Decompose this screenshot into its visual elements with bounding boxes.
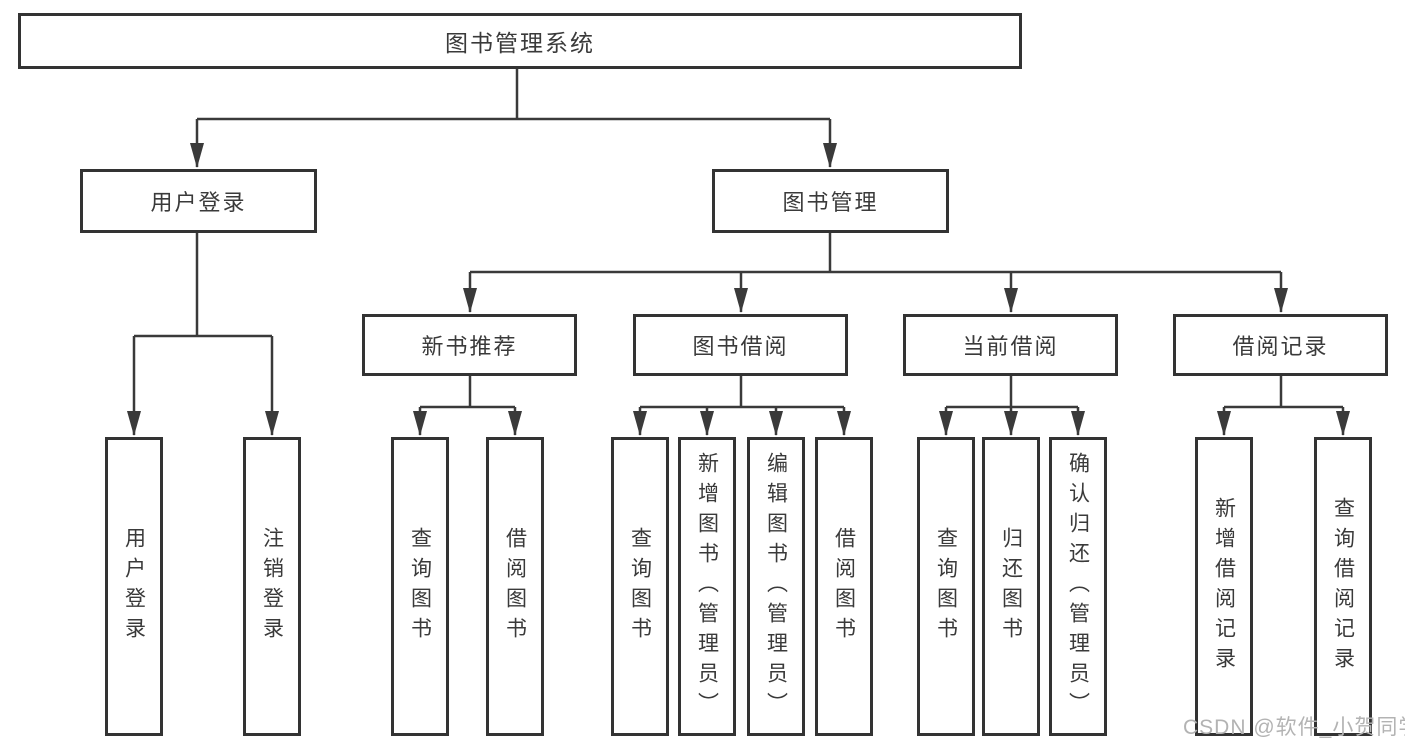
node-leaf-user-login: 用户登录 (105, 437, 163, 736)
node-library-management-system: 图书管理系统 (18, 13, 1022, 69)
edge-book-mgmt-trunk (470, 233, 1281, 274)
node-leaf-add-books-admin: 新增图书（管理员） (678, 437, 736, 736)
node-current-borrow: 当前借阅 (903, 314, 1118, 376)
node-user-login: 用户登录 (80, 169, 317, 233)
node-leaf-confirm-return-admin: 确认归还（管理员） (1049, 437, 1107, 736)
node-new-book-recommend: 新书推荐 (362, 314, 577, 376)
edge-root-trunk (197, 69, 830, 121)
node-leaf-query-books-1: 查询图书 (391, 437, 449, 736)
edge-new-books-trunk (420, 376, 515, 409)
node-leaf-edit-books-admin: 编辑图书（管理员） (747, 437, 805, 736)
node-leaf-logout: 注销登录 (243, 437, 301, 736)
node-leaf-return-books: 归还图书 (982, 437, 1040, 736)
node-borrow-records: 借阅记录 (1173, 314, 1388, 376)
edge-borrow-records-trunk (1224, 376, 1343, 409)
node-leaf-query-borrow-record: 查询借阅记录 (1314, 437, 1372, 736)
node-leaf-query-books-2: 查询图书 (611, 437, 669, 736)
edge-current-borrow-trunk (946, 376, 1078, 409)
node-book-management: 图书管理 (712, 169, 949, 233)
edge-book-borrow-trunk (640, 376, 844, 409)
node-leaf-query-books-3: 查询图书 (917, 437, 975, 736)
node-leaf-add-borrow-record: 新增借阅记录 (1195, 437, 1253, 736)
node-leaf-borrow-books-2: 借阅图书 (815, 437, 873, 736)
node-leaf-borrow-books-1: 借阅图书 (486, 437, 544, 736)
node-book-borrow: 图书借阅 (633, 314, 848, 376)
edge-user-login-trunk (134, 233, 272, 338)
